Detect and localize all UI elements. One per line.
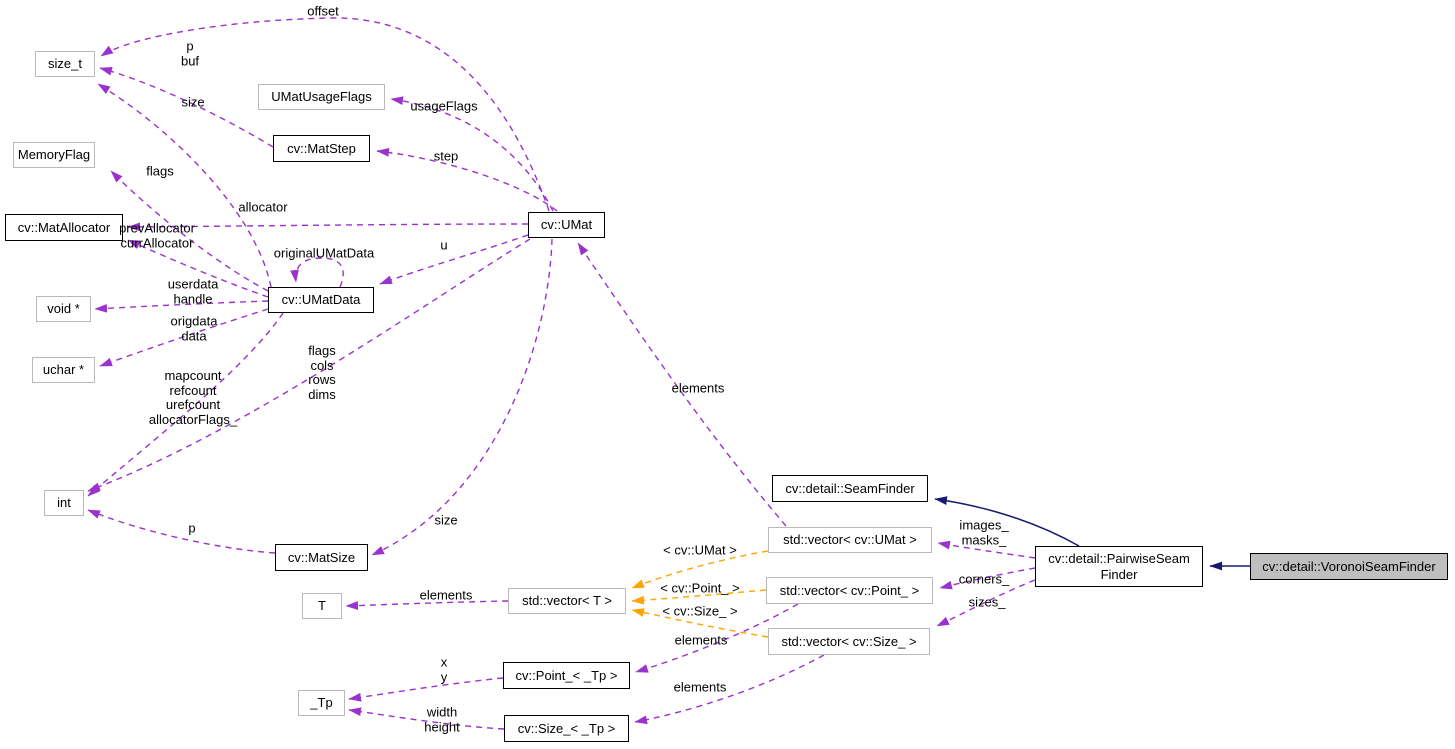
edge-label-template-umat: < cv::UMat > bbox=[663, 542, 737, 558]
edge-offset bbox=[100, 17, 550, 212]
edge-label-u: u bbox=[440, 237, 448, 253]
node-matsize[interactable]: cv::MatSize bbox=[275, 544, 368, 571]
edge-p-buf bbox=[99, 67, 274, 148]
edge-label-elements-umat: elements bbox=[671, 380, 725, 396]
node-vector-umat: std::vector< cv::UMat > bbox=[768, 527, 932, 553]
edge-label-allocator: allocator bbox=[238, 199, 288, 215]
edge-elements-point bbox=[635, 603, 799, 673]
node-voronoiseamfinder: cv::detail::VoronoiSeamFinder bbox=[1250, 553, 1448, 580]
node-matallocator[interactable]: cv::MatAllocator bbox=[5, 214, 123, 241]
edge-label-size-matsize: size bbox=[434, 512, 458, 528]
node-tp: _Tp bbox=[298, 690, 345, 716]
edge-label-sizes: sizes_ bbox=[968, 594, 1006, 610]
node-t: T bbox=[302, 593, 342, 619]
edge-mapcount-refcount bbox=[87, 312, 284, 497]
node-point-tp[interactable]: cv::Point_< _Tp > bbox=[503, 662, 630, 689]
edge-sizes bbox=[936, 579, 1036, 627]
edge-label-flags-memoryflag: flags bbox=[146, 163, 174, 179]
edge-elements-t bbox=[345, 600, 509, 610]
node-pairwiseseamfinder[interactable]: cv::detail::PairwiseSeam Finder bbox=[1035, 546, 1203, 587]
edge-label-images-masks: images_ masks_ bbox=[959, 517, 1009, 547]
node-vector-size: std::vector< cv::Size_ > bbox=[768, 628, 930, 655]
edge-label-p-buf: p buf bbox=[180, 38, 200, 68]
node-umat[interactable]: cv::UMat bbox=[528, 212, 605, 238]
edge-flags-memoryflag bbox=[110, 170, 269, 292]
node-umatdata[interactable]: cv::UMatData bbox=[268, 287, 374, 313]
edge-elements-umat bbox=[577, 242, 787, 527]
node-void-ptr: void * bbox=[36, 296, 91, 322]
edge-label-origdata-data: origdata data bbox=[170, 313, 218, 343]
edge-width-height bbox=[348, 707, 505, 730]
node-int: int bbox=[44, 490, 84, 516]
node-size-t: size_t bbox=[35, 51, 95, 77]
edge-label-template-size: < cv::Size_ > bbox=[662, 603, 738, 619]
edge-corners bbox=[939, 567, 1036, 590]
edge-usageflags bbox=[390, 96, 554, 212]
edge-origdata-data bbox=[99, 308, 269, 367]
node-memoryflag: MemoryFlag bbox=[13, 142, 95, 168]
edge-label-mapcount-block: mapcount refcount urefcount allocatorFla… bbox=[148, 367, 238, 427]
node-umatusageflags: UMatUsageFlags bbox=[258, 84, 385, 110]
edge-template-point bbox=[631, 589, 767, 605]
edge-label-userdata-handle: userdata handle bbox=[167, 276, 219, 306]
node-size-tp[interactable]: cv::Size_< _Tp > bbox=[504, 715, 629, 742]
edge-label-originalumatdata: originalUMatData bbox=[273, 245, 375, 261]
edge-label-flags-cols-rows-dims: flags cols rows dims bbox=[308, 342, 336, 402]
edge-label-template-point: < cv::Point_ > bbox=[660, 580, 740, 596]
edge-images-masks bbox=[937, 540, 1036, 559]
edge-label-size-umatdata: size bbox=[181, 94, 205, 110]
edge-originalumatdata-selfloop bbox=[290, 257, 344, 288]
edge-size-umatdata bbox=[97, 83, 272, 288]
edge-inherit-pairwise-seamfinder bbox=[934, 496, 1080, 547]
node-seamfinder[interactable]: cv::detail::SeamFinder bbox=[772, 475, 928, 502]
edge-label-elements-t: elements bbox=[419, 587, 473, 603]
edge-flags-cols-rows-dims bbox=[87, 238, 531, 492]
edge-label-x-y: x y bbox=[440, 654, 448, 684]
node-vector-point: std::vector< cv::Point_ > bbox=[766, 577, 933, 604]
edge-template-size bbox=[631, 608, 769, 638]
edge-label-p: p bbox=[188, 520, 196, 536]
edge-label-prev-curr: prevAllocator currAllocator bbox=[119, 220, 195, 250]
node-matstep[interactable]: cv::MatStep bbox=[273, 135, 370, 162]
edge-size-matsize bbox=[371, 238, 553, 556]
edge-step bbox=[376, 147, 558, 212]
node-vector-t: std::vector< T > bbox=[508, 588, 626, 614]
edge-prevallocator-currallocator bbox=[127, 239, 269, 298]
edge-p-matsize bbox=[87, 509, 276, 554]
edge-label-step: step bbox=[433, 148, 459, 164]
edge-elements-size bbox=[634, 654, 825, 725]
edge-label-usageflags: usageFlags bbox=[410, 98, 478, 114]
node-uchar-ptr: uchar * bbox=[32, 357, 95, 383]
edge-label-width-height: width height bbox=[424, 704, 460, 734]
edge-x-y bbox=[348, 677, 504, 702]
edge-u bbox=[379, 234, 529, 285]
edge-label-offset: offset bbox=[307, 3, 339, 19]
edge-label-corners: corners_ bbox=[958, 571, 1010, 587]
edge-allocator bbox=[127, 222, 529, 232]
edge-label-elements-point: elements bbox=[674, 632, 728, 648]
edge-label-elements-size: elements bbox=[673, 679, 727, 695]
